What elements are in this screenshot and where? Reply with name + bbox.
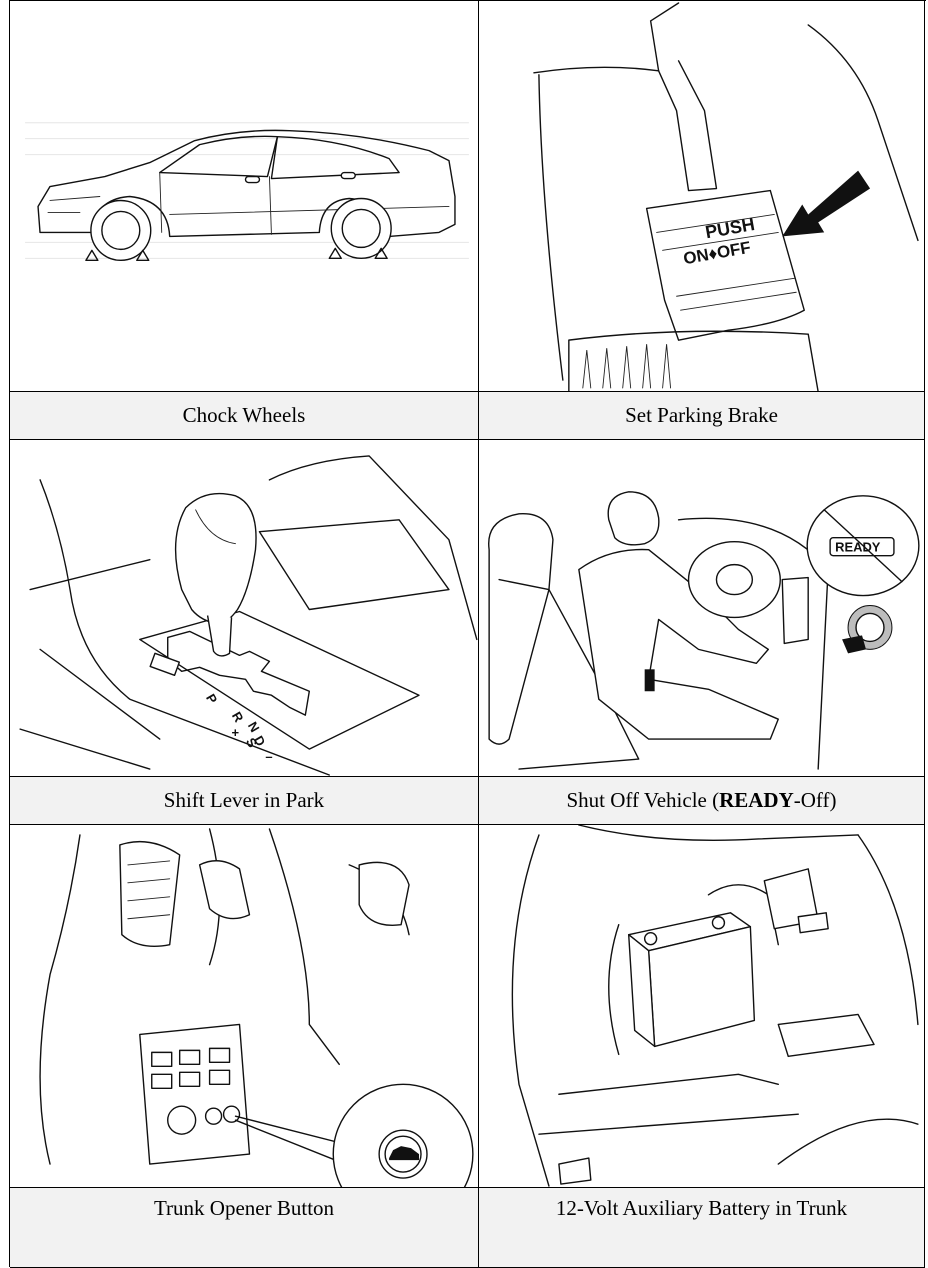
trunk-battery-icon xyxy=(479,825,924,1187)
gate-label-p: P xyxy=(203,691,220,706)
caption-trunk-opener: Trunk Opener Button xyxy=(10,1188,479,1268)
caption-chock-wheels: Chock Wheels xyxy=(10,392,479,440)
caption-shut-off-suffix: -Off) xyxy=(794,788,837,813)
caption-shut-off-vehicle: Shut Off Vehicle (READY-Off) xyxy=(479,777,925,825)
trunk-opener-button-icon xyxy=(10,825,478,1187)
gate-label-n: N xyxy=(245,719,263,735)
driver-power-button-icon: READY xyxy=(479,440,924,776)
caption-shift-lever: Shift Lever in Park xyxy=(10,777,479,825)
shift-lever-icon: P R N D S + – xyxy=(10,440,478,776)
caption-trunk-battery: 12-Volt Auxiliary Battery in Trunk xyxy=(479,1188,925,1268)
parking-brake-image: PUSH ON♦OFF xyxy=(479,1,925,392)
parking-brake-pedal-icon: PUSH ON♦OFF xyxy=(479,1,924,391)
trunk-opener-image xyxy=(10,825,479,1188)
gate-label-plus: + xyxy=(232,725,240,740)
gate-label-minus: – xyxy=(265,749,272,764)
car-chocked-wheels-icon xyxy=(10,1,478,391)
chock-wheels-image xyxy=(10,1,479,392)
trunk-battery-image xyxy=(479,825,925,1188)
caption-parking-brake: Set Parking Brake xyxy=(479,392,925,440)
caption-shut-off-prefix: Shut Off Vehicle ( xyxy=(566,788,719,813)
shift-lever-image: P R N D S + – xyxy=(10,440,479,777)
gate-label-r: R xyxy=(229,709,247,725)
caption-ready-keyword: READY xyxy=(719,788,794,813)
shut-off-vehicle-image: READY xyxy=(479,440,925,777)
procedure-grid: PUSH ON♦OFF Chock Wheels Set Parking Bra… xyxy=(9,0,926,1267)
